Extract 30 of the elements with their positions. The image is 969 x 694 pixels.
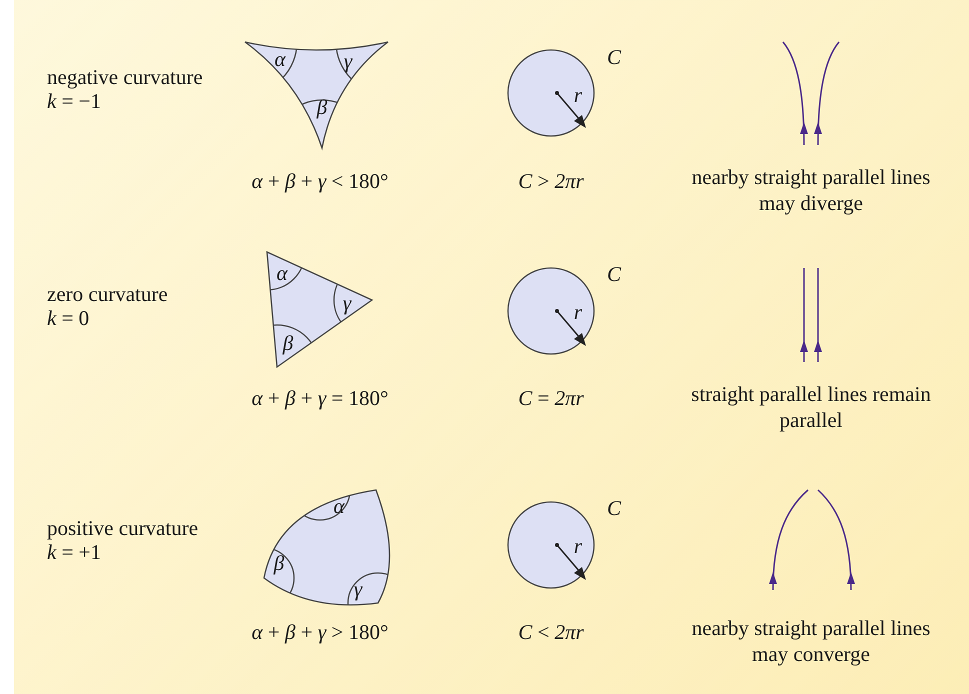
parallel-lines-note: nearby straight parallel lines may converge <box>690 615 932 667</box>
angle-sum-formula: α + β + γ < 180° <box>252 168 388 194</box>
angle-label: α <box>274 46 286 72</box>
parallel-lines-note: straight parallel lines remain parallel <box>690 381 932 433</box>
circumference-label: C <box>607 261 621 287</box>
parallel-lines-note: nearby straight parallel lines may diverge <box>690 164 932 216</box>
curvature-label: negative curvature <box>47 64 203 90</box>
curvature-label: positive curvature <box>47 515 198 541</box>
angle-label: α <box>333 493 345 519</box>
curvature-label: zero curvature <box>47 281 168 307</box>
angle-label: γ <box>342 290 352 316</box>
angle-label: γ <box>354 576 362 602</box>
curvature-value: k = +1 <box>47 540 102 565</box>
angle-label: β <box>274 550 284 576</box>
circumference-formula: C > 2πr <box>518 168 584 194</box>
angle-label: β <box>316 94 328 120</box>
curvature-value: k = −1 <box>47 88 102 114</box>
radius-label: r <box>574 299 582 325</box>
angle-label: γ <box>344 48 352 74</box>
curvature-value: k = 0 <box>47 305 90 331</box>
angle-label: α <box>276 260 288 286</box>
angle-label: β <box>282 330 294 356</box>
circumference-label: C <box>607 44 621 70</box>
angle-sum-formula: α + β + γ > 180° <box>252 619 388 645</box>
radius-label: r <box>574 82 582 108</box>
circumference-formula: C = 2πr <box>518 385 584 411</box>
circumference-label: C <box>607 495 621 521</box>
circumference-formula: C < 2πr <box>518 619 584 645</box>
angle-sum-formula: α + β + γ = 180° <box>252 385 388 411</box>
radius-label: r <box>574 533 582 559</box>
